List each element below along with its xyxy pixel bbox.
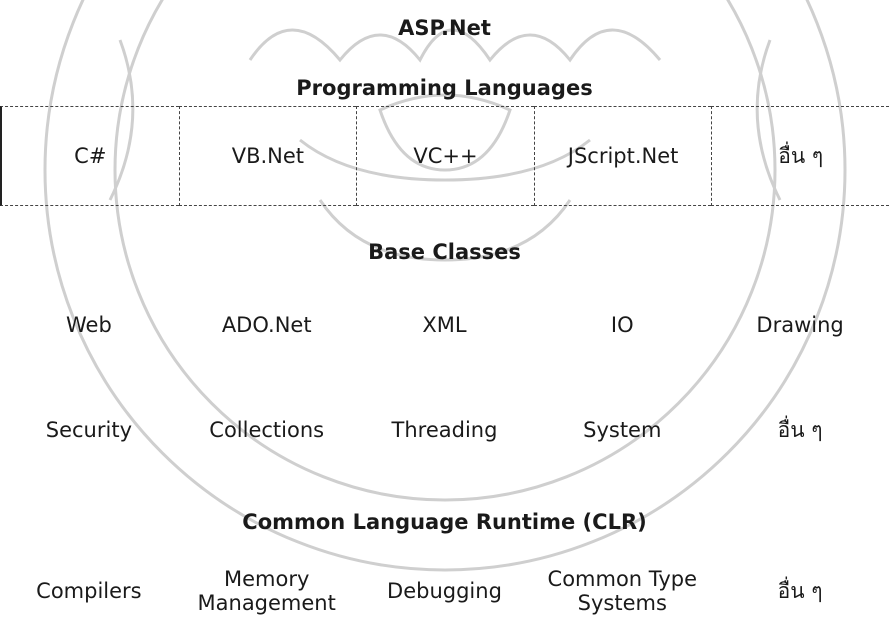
programming-languages-row: C# VB.Net VC++ JScript.Net อื่น ๆ [0,106,889,206]
clr-memory-management: Memory Management [178,562,356,620]
base-class-drawing: Drawing [756,312,844,337]
clr-common-type-systems: Common Type Systems [533,562,711,620]
base-class-web: Web [66,312,112,337]
base-class-io: IO [610,312,634,337]
base-classes-heading: Base Classes [368,240,521,264]
clr-others: อื่น ๆ [777,578,823,603]
clr-row: Compilers Memory Management Debugging Co… [0,562,889,620]
clr-cts-line-2: Systems [577,591,667,615]
clr-cts-line-1: Common Type [547,566,698,591]
base-class-collections: Collections [209,417,325,442]
language-vbnet: VB.Net [178,106,357,206]
clr-debugging: Debugging [387,578,502,603]
clr-memory-line-2: Management [197,591,336,615]
clr-heading: Common Language Runtime (CLR) [242,510,647,534]
base-classes-row-2: Security Collections Threading System อื… [0,405,889,455]
base-class-threading: Threading [391,417,498,442]
language-vcpp: VC++ [356,106,534,206]
base-class-security: Security [45,417,133,442]
base-class-others: อื่น ๆ [777,417,823,442]
clr-memory-line-1: Memory [223,566,310,591]
asp-net-title: ASP.Net [398,16,491,40]
language-csharp: C# [0,106,179,206]
language-others: อื่น ๆ [711,106,889,206]
clr-compilers: Compilers [36,578,142,603]
base-class-xml: XML [422,312,467,337]
base-class-system: System [583,417,662,442]
language-jscriptnet: JScript.Net [533,106,712,206]
base-classes-row-1: Web ADO.Net XML IO Drawing [0,300,889,350]
programming-languages-heading: Programming Languages [296,76,593,100]
base-class-adonet: ADO.Net [221,312,312,337]
